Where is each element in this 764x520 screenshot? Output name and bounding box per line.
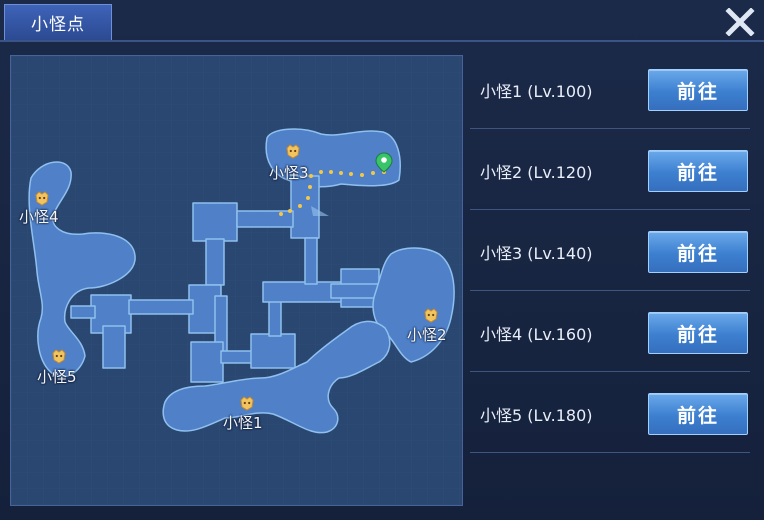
header-divider bbox=[0, 40, 764, 42]
monster-head-icon bbox=[286, 144, 300, 159]
close-button[interactable] bbox=[722, 6, 758, 38]
monster-level-label: 小怪1 (Lv.100) bbox=[480, 82, 593, 101]
map-marker-label-m1[interactable]: 小怪1 bbox=[223, 414, 263, 432]
monster-head-icon bbox=[52, 349, 66, 364]
monster-level-label: 小怪5 (Lv.180) bbox=[480, 406, 593, 425]
monster-level-label: 小怪4 (Lv.160) bbox=[480, 325, 593, 344]
tab-label: 小怪点 bbox=[31, 15, 85, 35]
monster-level-label: 小怪2 (Lv.120) bbox=[480, 163, 593, 182]
map-marker-label-m3[interactable]: 小怪3 bbox=[269, 164, 309, 182]
list-item: 小怪5 (Lv.180) 前往 bbox=[470, 372, 750, 453]
location-pin-icon bbox=[375, 152, 393, 173]
list-item: 小怪2 (Lv.120) 前往 bbox=[470, 129, 750, 210]
go-button[interactable]: 前往 bbox=[648, 150, 748, 192]
minimap-canvas bbox=[11, 56, 462, 505]
player-view-cone bbox=[311, 206, 329, 216]
map-marker-label-m5[interactable]: 小怪5 bbox=[37, 368, 77, 386]
list-item: 小怪4 (Lv.160) 前往 bbox=[470, 291, 750, 372]
go-button[interactable]: 前往 bbox=[648, 231, 748, 273]
monster-level-label: 小怪3 (Lv.140) bbox=[480, 244, 593, 263]
map-marker-label-m4[interactable]: 小怪4 bbox=[19, 208, 59, 226]
monster-head-icon bbox=[424, 308, 438, 323]
map-marker-label-m2[interactable]: 小怪2 bbox=[407, 326, 447, 344]
route-path bbox=[279, 170, 386, 216]
go-button[interactable]: 前往 bbox=[648, 393, 748, 435]
monster-list: 小怪1 (Lv.100) 前往 小怪2 (Lv.120) 前往 小怪3 (Lv.… bbox=[470, 48, 750, 453]
monster-head-icon bbox=[35, 191, 49, 206]
list-item: 小怪3 (Lv.140) 前往 bbox=[470, 210, 750, 291]
monster-head-icon bbox=[240, 396, 254, 411]
list-item: 小怪1 (Lv.100) 前往 bbox=[470, 48, 750, 129]
tab-monster-points[interactable]: 小怪点 bbox=[4, 4, 112, 40]
close-icon bbox=[725, 8, 755, 36]
go-button[interactable]: 前往 bbox=[648, 312, 748, 354]
minimap[interactable]: 小怪3 小怪4 小怪2 小怪5 小怪1 bbox=[10, 55, 463, 506]
go-button[interactable]: 前往 bbox=[648, 69, 748, 111]
walkable-area bbox=[28, 128, 455, 434]
